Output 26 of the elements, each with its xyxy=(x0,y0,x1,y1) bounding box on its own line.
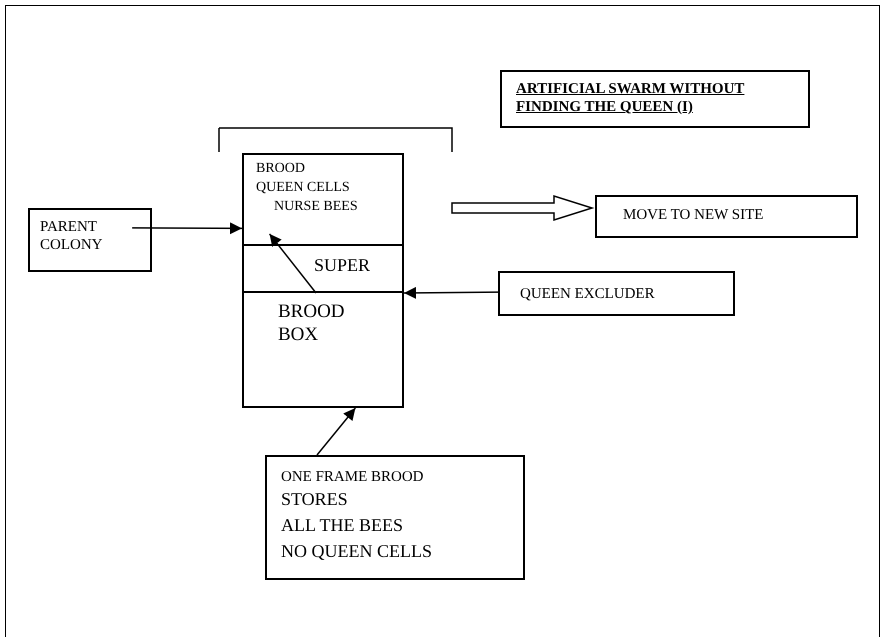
box-label: PARENT COLONY xyxy=(40,218,104,254)
box-label: STORES xyxy=(281,489,348,510)
box-label: QUEEN EXCLUDER xyxy=(520,286,655,303)
hive-box xyxy=(242,291,404,408)
arrow xyxy=(268,233,317,294)
box-label: QUEEN CELLS xyxy=(256,180,350,196)
hive-box xyxy=(242,244,404,293)
title-text: ARTIFICIAL SWARM WITHOUT FINDING THE QUEEN (I) xyxy=(516,80,746,116)
box-label: NO QUEEN CELLS xyxy=(281,541,432,562)
block-arrow xyxy=(451,194,594,222)
box-label: ONE FRAME BROOD xyxy=(281,469,424,486)
process-box xyxy=(265,455,525,580)
box-label: SUPER xyxy=(314,255,370,276)
process-box xyxy=(498,271,735,316)
arrow xyxy=(132,222,242,234)
title-box xyxy=(500,70,810,128)
arrow xyxy=(404,286,498,299)
box-label: NURSE BEES xyxy=(274,199,358,215)
box-label: BROOD xyxy=(256,161,306,177)
process-box xyxy=(28,208,152,272)
box-label: ALL THE BEES xyxy=(281,515,403,536)
hive-box xyxy=(242,153,404,246)
box-label: MOVE TO NEW SITE xyxy=(623,207,764,224)
process-box xyxy=(595,195,858,238)
arrow xyxy=(316,408,356,456)
box-label: BROOD BOX xyxy=(278,301,346,347)
